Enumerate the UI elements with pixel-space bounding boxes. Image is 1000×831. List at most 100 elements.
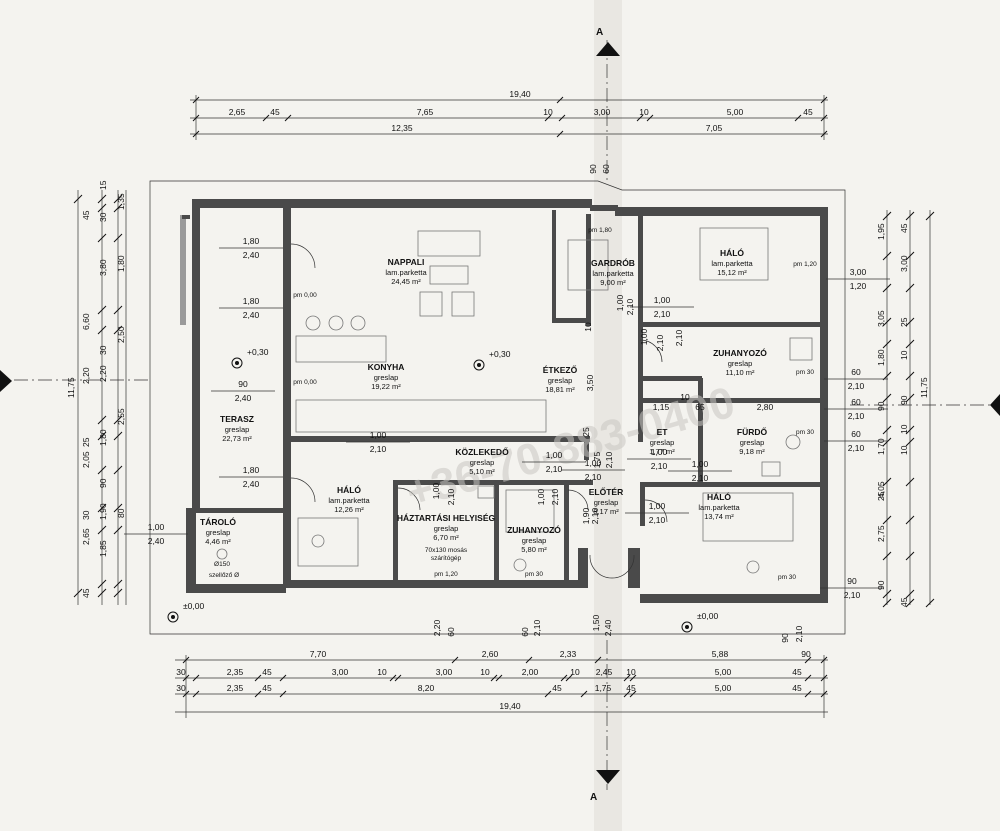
- stool: [305, 315, 321, 331]
- room-name-konyha: KONYHA: [368, 362, 405, 372]
- small-annotation: pm 0,00: [293, 292, 317, 299]
- small-annotation: pm 1,20: [434, 571, 458, 578]
- top-dimension-value: 10: [639, 107, 649, 117]
- room-name-zuhany1: ZUHANYOZÓ: [713, 347, 767, 358]
- room-floor-terasz: greslap: [225, 425, 250, 434]
- room-name-eloter: ELŐTÉR: [589, 486, 623, 497]
- right-dimension-value: 1,70: [876, 438, 886, 455]
- room-area-furdo: 9,18 m²: [739, 447, 765, 456]
- small-annotation: pm 30: [796, 369, 814, 376]
- room-name-halo2: HÁLÓ: [337, 484, 361, 495]
- bottom-dimension-value: 1,75: [595, 683, 612, 693]
- interior-dimension-value: 2,20: [432, 619, 442, 636]
- dimension-tick: [905, 371, 915, 381]
- interior-dimension-value: 2,80: [757, 402, 774, 412]
- room-floor-konyha: greslap: [374, 373, 399, 382]
- dimension-tick: [113, 525, 123, 535]
- room-floor-halo2: lam.parketta: [328, 496, 370, 505]
- opening-width: 90: [238, 379, 248, 389]
- toilet: [513, 558, 527, 572]
- room-area-zuhany2: 5,80 m²: [521, 545, 547, 554]
- sink: [761, 461, 781, 477]
- right-dimension-value: 10: [899, 445, 909, 455]
- room-floor-furdo: greslap: [740, 438, 765, 447]
- dimension-tick: [394, 674, 402, 682]
- bottom-dimension-value: 5,00: [715, 667, 732, 677]
- right-dimension-value: 10: [899, 424, 909, 434]
- dimension-tick: [905, 515, 915, 525]
- small-annotation: pm 1,20: [793, 261, 817, 268]
- right-dimension-value: 90: [899, 395, 909, 405]
- interior-dimension-value: 1,15: [653, 402, 670, 412]
- opening-height: 2,10: [370, 444, 387, 454]
- dimension-tick: [192, 674, 200, 682]
- dimension-tick: [820, 656, 828, 664]
- top-dimension-value: 3,00: [594, 107, 611, 117]
- level-marker-icon: [231, 357, 243, 369]
- interior-dimension-value: 10: [680, 392, 690, 402]
- section-lines: A A: [0, 27, 1000, 803]
- left-dimension-value: 2,05: [81, 451, 91, 468]
- dimension-tick: [490, 674, 498, 682]
- bottom-dimension-value: 30: [176, 683, 186, 693]
- dimension-tick: [254, 674, 262, 682]
- top-dimension-value: 5,00: [727, 107, 744, 117]
- opening-width: 1,80: [243, 296, 260, 306]
- bottom-dimension-value: 45: [552, 683, 562, 693]
- right-dimension-value: 90: [876, 580, 886, 590]
- level-value: ±0,00: [183, 601, 204, 611]
- section-label-top: A: [596, 27, 603, 38]
- bottom-dimension-value: 10: [626, 667, 636, 677]
- interior-dimension-value: 2,10: [794, 625, 804, 642]
- right-dimension-value: 3,00: [899, 255, 909, 272]
- top-dimension-value: 12,35: [391, 123, 413, 133]
- dimension-tick: [646, 114, 654, 122]
- dimension-tick: [882, 317, 892, 327]
- dimension-tick: [925, 211, 935, 221]
- dimension-tick: [113, 325, 123, 335]
- level-marker-dot: [235, 361, 239, 365]
- dimension-tick: [882, 551, 892, 561]
- small-annotation: szellőző Ø: [209, 572, 239, 579]
- dimension-tick: [882, 589, 892, 599]
- dimension-tick: [905, 551, 915, 561]
- left-dimension-value: 3,80: [98, 259, 108, 276]
- dimension-tick: [882, 598, 892, 608]
- left-dimension-value: 1,80: [98, 429, 108, 446]
- left-dimension-value: 2,20: [81, 367, 91, 384]
- room-name-nappali: NAPPALI: [388, 257, 425, 267]
- small-annotation: pm 30: [525, 571, 543, 578]
- dimension-tick: [882, 425, 892, 435]
- room-name-halo1: HÁLÓ: [720, 247, 744, 258]
- opening-height: 2,40: [243, 250, 260, 260]
- dimension-tick: [254, 690, 262, 698]
- dimension-tick: [623, 674, 631, 682]
- bottom-dimension-value: 10: [377, 667, 387, 677]
- bottom-dimension-value: 2,35: [227, 667, 244, 677]
- left-dimension-value: 1,35: [116, 193, 126, 210]
- shower-tray: [505, 489, 555, 533]
- dimension-tick: [882, 477, 892, 487]
- dimension-tick: [451, 656, 459, 664]
- dimension-tick: [556, 130, 564, 138]
- section-arrow-top: [596, 42, 620, 56]
- bottom-dimension-value: 45: [262, 683, 272, 693]
- level-value: +0,30: [489, 349, 511, 359]
- room-area-gardrob: 9,00 m²: [600, 278, 626, 287]
- level-marker-icon: [681, 621, 693, 633]
- left-dimension-value: 1,80: [116, 255, 126, 272]
- room-floor-gardrob: lam.parketta: [592, 269, 634, 278]
- small-annotation: pm 1,80: [588, 227, 612, 234]
- dimension-tick: [97, 431, 107, 441]
- level-marker-dot: [477, 363, 481, 367]
- opening-height: 2,10: [848, 443, 865, 453]
- dimension-tick: [882, 251, 892, 261]
- level-marker-icon: [167, 611, 179, 623]
- dimension-tick: [905, 425, 915, 435]
- interior-dimension-value: 2,10: [674, 329, 684, 346]
- opening-height: 2,10: [848, 411, 865, 421]
- dimension-tick: [804, 656, 812, 664]
- stool: [350, 315, 366, 331]
